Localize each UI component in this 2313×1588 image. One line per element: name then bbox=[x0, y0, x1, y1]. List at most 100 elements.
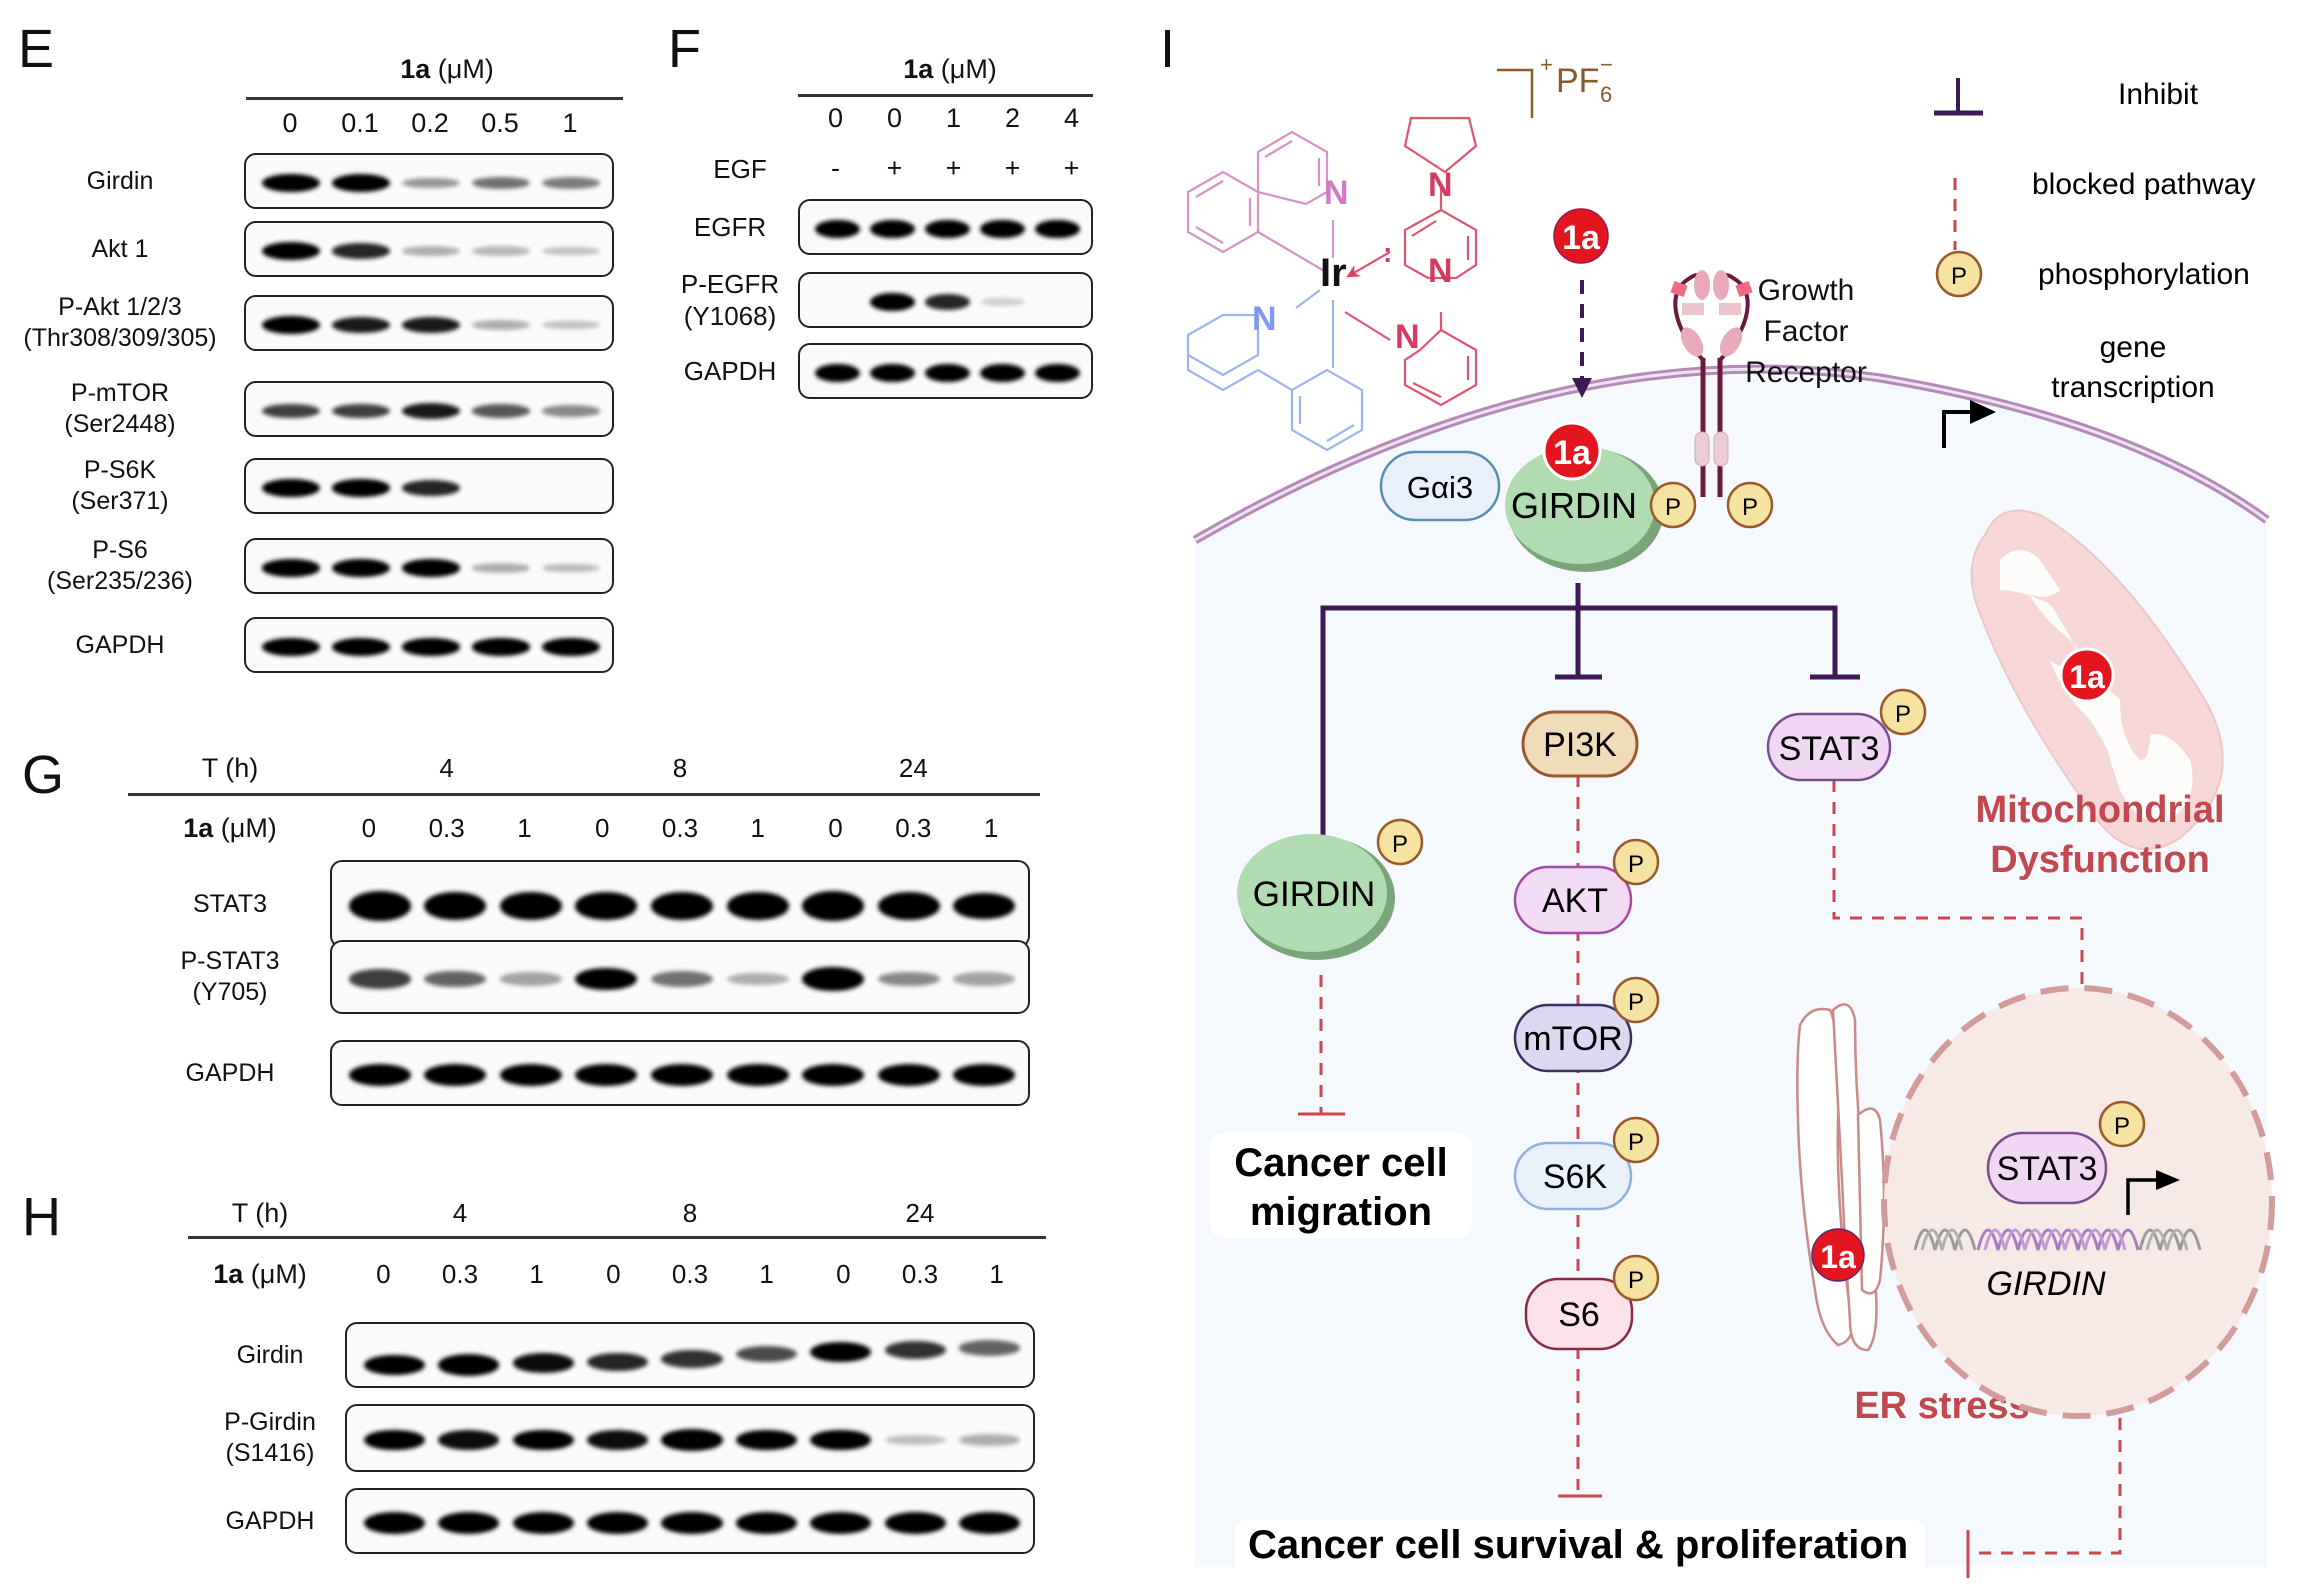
blot-band bbox=[348, 1063, 411, 1087]
mito-label-line2: Dysfunction bbox=[1990, 839, 2210, 881]
blot-band bbox=[651, 970, 713, 988]
akt-node: AKT bbox=[1513, 865, 1633, 935]
mitochondrion: 1a bbox=[1970, 509, 2224, 851]
blot-band bbox=[953, 892, 1016, 920]
blot-band bbox=[802, 966, 865, 992]
blot-label: Girdin bbox=[86, 167, 154, 195]
svg-text:P: P bbox=[1742, 494, 1758, 521]
lane-label: 0.3 bbox=[661, 813, 699, 843]
svg-text:Gαi3: Gαi3 bbox=[1407, 470, 1473, 505]
panel-h-letter: H bbox=[22, 1187, 61, 1247]
blot-band bbox=[262, 242, 320, 260]
lane-label: 1 bbox=[562, 108, 578, 138]
panel-g-dose-header: 1a (μM) bbox=[160, 815, 300, 842]
blot-band bbox=[262, 403, 320, 419]
blot-band bbox=[810, 1511, 872, 1535]
blot-membrane bbox=[798, 272, 1093, 328]
migration-line2: migration bbox=[1250, 1190, 1432, 1234]
blot-band bbox=[661, 1429, 723, 1451]
stat3-nuclear-node: STAT3 bbox=[1986, 1131, 2108, 1205]
panel-h-time-label: T (h) bbox=[231, 1198, 289, 1228]
stat3-node: STAT3 bbox=[1766, 712, 1892, 782]
legend-phosphorylation-label: phosphorylation bbox=[2038, 258, 2250, 291]
blot-band bbox=[575, 1063, 638, 1087]
blot-membrane bbox=[244, 153, 614, 209]
p-badge-s6k: P bbox=[1612, 1116, 1660, 1164]
blot-band bbox=[575, 891, 638, 921]
blot-membrane bbox=[345, 1322, 1035, 1388]
blot-band bbox=[348, 969, 411, 989]
panel-f-letter: F bbox=[668, 19, 701, 79]
blot-band bbox=[587, 1511, 649, 1535]
blot-band bbox=[472, 638, 530, 656]
egf-sign: + bbox=[1004, 153, 1021, 183]
ppy-ligand-blue bbox=[1186, 289, 1364, 452]
atom-n-blue: N bbox=[1252, 300, 1277, 338]
s6k-node: S6K bbox=[1513, 1141, 1633, 1211]
blot-membrane bbox=[798, 199, 1093, 255]
blot-band bbox=[332, 316, 390, 334]
svg-text:S6: S6 bbox=[1558, 1296, 1600, 1334]
blot-band bbox=[363, 1511, 425, 1535]
blot-band bbox=[869, 363, 916, 383]
blot-band bbox=[735, 1345, 797, 1363]
blot-band bbox=[959, 1340, 1021, 1356]
receptor-label-line1: Growth bbox=[1758, 274, 1855, 307]
blot-band bbox=[877, 971, 940, 987]
blot-band bbox=[924, 363, 971, 383]
blot-band bbox=[472, 320, 530, 330]
lane-label: 0.1 bbox=[341, 108, 379, 138]
svg-text:1a: 1a bbox=[1553, 434, 1592, 472]
panel-f-header-rule bbox=[798, 94, 1093, 97]
egf-sign: + bbox=[945, 153, 962, 183]
blot-band bbox=[542, 177, 600, 189]
blot-band bbox=[472, 246, 530, 256]
svg-text:P: P bbox=[1628, 1267, 1644, 1294]
egf-sign: + bbox=[886, 153, 903, 183]
lane-label: 0.2 bbox=[411, 108, 449, 138]
compound-1a-er: 1a bbox=[1811, 1228, 1865, 1282]
svg-text:PI3K: PI3K bbox=[1543, 726, 1617, 764]
blot-band bbox=[402, 177, 460, 189]
blot-band bbox=[424, 1063, 487, 1087]
blot-band bbox=[810, 1341, 872, 1363]
blot-label: GAPDH bbox=[185, 1059, 275, 1087]
svg-text:S6K: S6K bbox=[1543, 1158, 1608, 1196]
blot-label: P-Akt 1/2/3(Thr308/309/305) bbox=[23, 293, 217, 352]
lane-label: 0 bbox=[361, 813, 377, 843]
blot-label: STAT3 bbox=[192, 890, 268, 918]
lane-label: 0.5 bbox=[481, 108, 519, 138]
svg-text:P: P bbox=[2114, 1113, 2130, 1140]
blot-band bbox=[959, 1434, 1021, 1446]
blot-membrane bbox=[330, 860, 1030, 948]
blot-band bbox=[651, 1063, 713, 1087]
svg-text:P: P bbox=[1628, 851, 1644, 878]
blot-band bbox=[661, 1350, 723, 1368]
lane-label: 0 bbox=[827, 103, 844, 133]
girdin-phospho-node: GIRDIN bbox=[1237, 834, 1395, 960]
atom-n-pink: N bbox=[1324, 174, 1349, 212]
blot-band bbox=[332, 174, 390, 192]
ppy-ligand-pink bbox=[1186, 130, 1335, 273]
blot-band bbox=[979, 219, 1026, 239]
panel-e-compound: 1a bbox=[400, 54, 431, 84]
p-badge-girdin-membrane: P bbox=[1649, 481, 1697, 529]
svg-text:AKT: AKT bbox=[1542, 882, 1608, 920]
blot-membrane bbox=[244, 295, 614, 351]
blot-membrane bbox=[244, 221, 614, 277]
blot-label: P-Girdin(S1416) bbox=[224, 1408, 316, 1467]
lane-label: 1 bbox=[983, 813, 999, 843]
girdin-gene-label: GIRDIN bbox=[1987, 1265, 2106, 1303]
lane-label: 0.3 bbox=[428, 813, 465, 843]
counterion-sub: 6 bbox=[1600, 82, 1612, 107]
blot-label: P-STAT3(Y705) bbox=[180, 947, 280, 1006]
atom-n-bpy2: N bbox=[1395, 318, 1420, 356]
growth-factor-receptor bbox=[1670, 270, 1753, 497]
blot-band bbox=[542, 563, 600, 573]
blot-label: GAPDH bbox=[683, 356, 777, 386]
blot-label: P-mTOR(Ser2448) bbox=[64, 379, 176, 438]
blot-band bbox=[1034, 219, 1081, 239]
blot-band bbox=[262, 637, 320, 657]
blot-band bbox=[363, 1429, 425, 1451]
blot-band bbox=[661, 1511, 723, 1535]
